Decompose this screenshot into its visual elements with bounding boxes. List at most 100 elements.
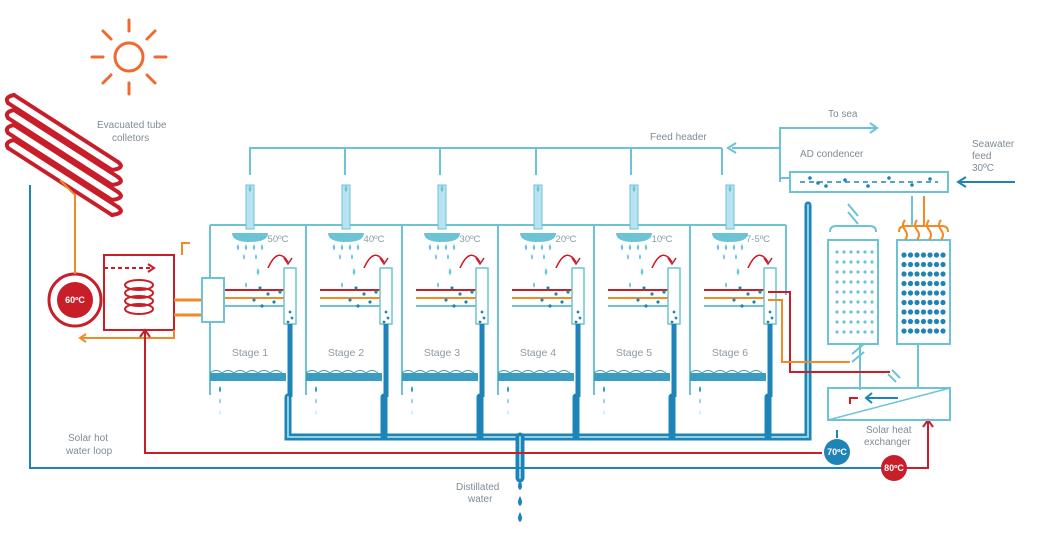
water-drop-icon [244, 244, 248, 251]
brine-pool [306, 373, 382, 381]
stage-wall [689, 224, 786, 395]
water-drop-icon [338, 254, 342, 260]
bed-dot [920, 318, 927, 325]
spray-nozzle [328, 233, 364, 242]
stage-name: Stage 4 [520, 347, 556, 359]
water-drop-icon [732, 244, 736, 251]
bed-dot [856, 260, 860, 264]
bed-dot [835, 290, 839, 294]
bed-dot [940, 252, 946, 258]
hot-temp: 80ºC [884, 463, 904, 473]
water-drop-icon [603, 410, 605, 415]
spray-nozzle [616, 233, 652, 242]
solar-loop-label-1: Solar hot [68, 433, 108, 444]
bubble [266, 292, 270, 296]
bed-dot [914, 271, 920, 277]
vapor-arrow [267, 254, 289, 269]
bed-dot [856, 300, 860, 304]
vapor-arrow [555, 254, 577, 269]
tank-temp: 60ºC [65, 295, 85, 305]
brine-wave [593, 370, 667, 374]
bed-dot [856, 310, 860, 314]
bed-dot [849, 310, 853, 314]
water-drop-icon [544, 268, 548, 276]
stage-separator [475, 267, 489, 325]
bubble [758, 290, 762, 294]
water-drop-icon [254, 254, 258, 260]
water-drop-icon [602, 398, 606, 404]
water-drop-icon [530, 254, 534, 260]
bubble [452, 304, 456, 308]
bubble [354, 286, 358, 290]
bed-dot [901, 299, 907, 306]
ad-condenser [780, 171, 1015, 193]
bubble [738, 286, 742, 290]
bed-dot [927, 328, 933, 334]
spray-nozzle [520, 233, 556, 242]
ad-condenser-label: AD condencer [800, 149, 864, 160]
stage-name: Stage 2 [328, 347, 364, 359]
stage-temp: 30ºC [460, 234, 481, 245]
bubble [636, 298, 640, 302]
brine-wave [209, 370, 283, 374]
bubble [746, 292, 750, 296]
bubble [478, 320, 482, 324]
water-drop-icon [506, 386, 510, 393]
bubble [650, 292, 654, 296]
stage-separator [667, 267, 681, 325]
bed-dot [870, 320, 874, 324]
bed-dot [920, 271, 927, 277]
bed-dot [842, 320, 846, 324]
heat-exchanger-label-1: Solar heat [866, 425, 912, 436]
bed-dot [933, 280, 940, 287]
distilled-label-1: Distillated [456, 482, 499, 493]
bed-dot [940, 261, 946, 268]
bed-dot [927, 299, 933, 306]
bubble [644, 304, 648, 308]
collectors-label-2: colletors [112, 133, 149, 144]
bed-dot [933, 252, 940, 258]
seawater-label-2: feed [972, 151, 991, 162]
bed-dot [933, 271, 940, 277]
bubble [574, 320, 578, 324]
bed-dot [907, 318, 914, 325]
water-drop-icon [698, 386, 702, 393]
bed-dot [842, 300, 846, 304]
distillate-manifold [284, 201, 812, 483]
brine-pool [690, 373, 766, 381]
water-drop-icon [644, 244, 648, 251]
bubble [674, 316, 678, 320]
bubble [286, 320, 290, 324]
hot-water-tank [78, 242, 225, 343]
water-drop-icon [728, 185, 732, 193]
bed-dot [901, 252, 907, 258]
brine-wave [401, 370, 475, 374]
brine-wave [305, 370, 379, 374]
brine-pool [402, 373, 478, 381]
stage-temp: 20ºC [556, 234, 577, 245]
bed-dot [927, 261, 933, 268]
bed-dot [907, 280, 914, 287]
bed-dot [920, 261, 927, 268]
bubble [348, 298, 352, 302]
bubble [470, 290, 474, 294]
bed-dot [842, 290, 846, 294]
bed-dot [835, 280, 839, 284]
arrow-head [283, 257, 293, 266]
bed-dot [940, 280, 946, 287]
bed-dot [849, 290, 853, 294]
bed-dot [907, 261, 914, 268]
water-drop-icon [722, 254, 726, 260]
stage-wall [593, 224, 690, 395]
stage-separator [763, 267, 777, 325]
water-drop-icon [356, 244, 360, 251]
bed-dot [835, 260, 839, 264]
water-drop-icon [724, 282, 728, 288]
stage-wall [497, 224, 594, 395]
bed-dot [835, 330, 839, 334]
bubble [368, 300, 372, 304]
water-drop-icon [248, 185, 252, 193]
